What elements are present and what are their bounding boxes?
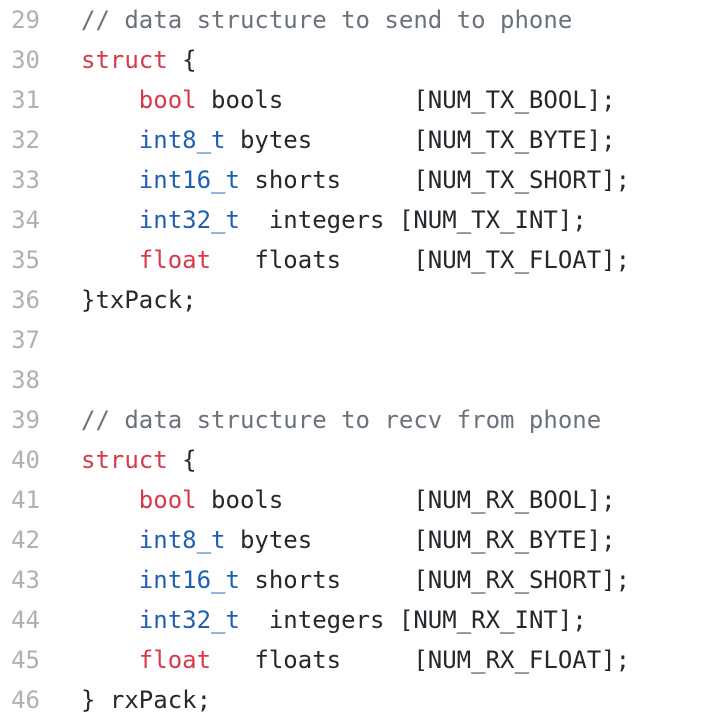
line-number: 42	[11, 526, 40, 554]
code-token-keyword: float	[138, 246, 212, 274]
code-token-plain	[81, 206, 139, 234]
line-number: 34	[11, 206, 40, 234]
code-token-type: int16_t	[138, 166, 240, 194]
code-token-keyword: bool	[138, 486, 197, 514]
code-token-plain: bytes [NUM_RX_BYTE];	[225, 526, 616, 554]
code-line: 42 int8_t bytes [NUM_RX_BYTE];	[0, 520, 704, 560]
code-line: 30 struct {	[0, 40, 704, 80]
code-token-type: int32_t	[138, 206, 240, 234]
code-token-comment: // data structure to send to phone	[81, 6, 573, 34]
code-token-plain: floats [NUM_RX_FLOAT];	[211, 646, 631, 674]
code-text: int32_t integers [NUM_TX_INT];	[81, 200, 587, 240]
code-token-plain	[81, 646, 139, 674]
code-text: }txPack;	[81, 280, 197, 320]
code-token-type: int32_t	[138, 606, 240, 634]
code-line: 33 int16_t shorts [NUM_TX_SHORT];	[0, 160, 704, 200]
code-token-plain: bytes [NUM_TX_BYTE];	[225, 126, 616, 154]
code-token-plain: }txPack;	[81, 286, 197, 314]
code-line: 35 float floats [NUM_TX_FLOAT];	[0, 240, 704, 280]
code-token-plain: shorts [NUM_RX_SHORT];	[239, 566, 631, 594]
code-line: 45 float floats [NUM_RX_FLOAT];	[0, 640, 704, 680]
code-line: 31 bool bools [NUM_TX_BOOL];	[0, 80, 704, 120]
code-line: 40 struct {	[0, 440, 704, 480]
code-token-plain: {	[167, 46, 197, 74]
line-number: 43	[11, 566, 40, 594]
code-text: struct {	[81, 440, 197, 480]
line-number: 38	[11, 366, 40, 394]
code-token-plain: floats [NUM_TX_FLOAT];	[211, 246, 631, 274]
line-number: 41	[11, 486, 40, 514]
code-token-keyword: struct	[81, 46, 168, 74]
line-number: 45	[11, 646, 40, 674]
line-number: 36	[11, 286, 40, 314]
code-token-plain	[81, 126, 139, 154]
code-line: 44 int32_t integers [NUM_RX_INT];	[0, 600, 704, 640]
line-number: 40	[11, 446, 40, 474]
line-number: 32	[11, 126, 40, 154]
code-text: int16_t shorts [NUM_RX_SHORT];	[81, 560, 630, 600]
code-text: float floats [NUM_TX_FLOAT];	[81, 240, 630, 280]
code-text: float floats [NUM_RX_FLOAT];	[81, 640, 630, 680]
code-token-comment: // data structure to recv from phone	[81, 406, 602, 434]
code-line: 37	[0, 320, 704, 360]
code-token-type: int8_t	[138, 126, 226, 154]
code-text: // data structure to send to phone	[81, 0, 572, 40]
code-token-plain: integers [NUM_RX_INT];	[239, 606, 587, 634]
code-token-type: int16_t	[138, 566, 240, 594]
code-text: int32_t integers [NUM_RX_INT];	[81, 600, 587, 640]
code-text: int16_t shorts [NUM_TX_SHORT];	[81, 160, 630, 200]
code-token-type: int8_t	[138, 526, 226, 554]
code-text: // data structure to recv from phone	[81, 400, 601, 440]
code-line: 43 int16_t shorts [NUM_RX_SHORT];	[0, 560, 704, 600]
code-line: 29 // data structure to send to phone	[0, 0, 704, 40]
code-token-plain: integers [NUM_TX_INT];	[239, 206, 587, 234]
code-token-keyword: float	[138, 646, 212, 674]
code-token-plain	[81, 86, 139, 114]
code-line: 32 int8_t bytes [NUM_TX_BYTE];	[0, 120, 704, 160]
code-token-plain: bools [NUM_RX_BOOL];	[196, 486, 616, 514]
line-number: 37	[11, 326, 40, 354]
code-token-plain: shorts [NUM_TX_SHORT];	[239, 166, 631, 194]
code-text: int8_t bytes [NUM_TX_BYTE];	[81, 120, 616, 160]
code-token-keyword: bool	[138, 86, 197, 114]
code-token-plain	[81, 246, 139, 274]
code-token-plain: bools [NUM_TX_BOOL];	[196, 86, 616, 114]
line-number: 44	[11, 606, 40, 634]
code-line: 34 int32_t integers [NUM_TX_INT];	[0, 200, 704, 240]
code-token-keyword: struct	[81, 446, 168, 474]
code-line: 39 // data structure to recv from phone	[0, 400, 704, 440]
line-number: 35	[11, 246, 40, 274]
code-token-plain	[81, 166, 139, 194]
line-number: 30	[11, 46, 40, 74]
code-token-plain: } rxPack;	[81, 686, 212, 714]
code-text: int8_t bytes [NUM_RX_BYTE];	[81, 520, 616, 560]
code-text: struct {	[81, 40, 197, 80]
code-line: 38	[0, 360, 704, 400]
code-text: bool bools [NUM_RX_BOOL];	[81, 480, 616, 520]
line-number: 31	[11, 86, 40, 114]
code-text: } rxPack;	[81, 680, 211, 720]
code-text: bool bools [NUM_TX_BOOL];	[81, 80, 616, 120]
code-token-plain: {	[167, 446, 197, 474]
line-number: 33	[11, 166, 40, 194]
code-token-plain	[81, 486, 139, 514]
line-number: 46	[11, 686, 40, 714]
code-token-plain	[81, 606, 139, 634]
line-number: 29	[11, 6, 40, 34]
code-line: 41 bool bools [NUM_RX_BOOL];	[0, 480, 704, 520]
code-token-plain	[81, 526, 139, 554]
code-line: 46 } rxPack;	[0, 680, 704, 720]
line-number: 39	[11, 406, 40, 434]
code-line: 36 }txPack;	[0, 280, 704, 320]
code-token-plain	[81, 566, 139, 594]
